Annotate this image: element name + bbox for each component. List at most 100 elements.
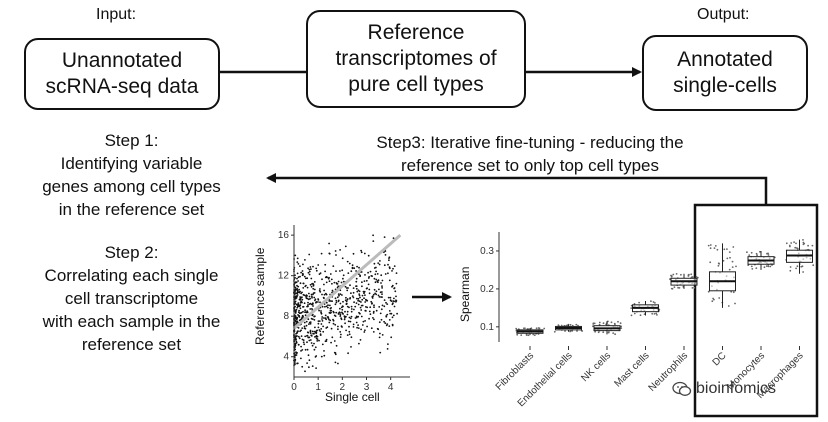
scatter-point <box>306 335 308 337</box>
scatter-point <box>361 285 363 288</box>
scatter-point <box>379 260 381 262</box>
box-point <box>673 286 676 288</box>
scatter-point <box>330 327 333 330</box>
scatter-point <box>300 350 302 352</box>
scatter-point <box>294 305 296 308</box>
scatter-point <box>302 287 305 289</box>
box-point <box>633 312 636 315</box>
box-point <box>796 265 799 268</box>
scatter-point <box>294 274 296 277</box>
scatter-point <box>380 274 383 277</box>
scatter-point <box>300 357 302 360</box>
box-point <box>811 244 814 247</box>
scatter-point <box>379 332 381 335</box>
scatter-point <box>331 300 333 303</box>
scatter-point <box>332 322 335 325</box>
scatter-point <box>352 291 355 294</box>
box-point <box>746 251 748 254</box>
scatter-point <box>383 320 385 323</box>
scatter-point <box>381 285 383 287</box>
scatter-point <box>310 268 312 270</box>
box-point <box>723 248 726 251</box>
scatter-point <box>295 341 298 344</box>
scatter-point <box>372 317 374 319</box>
box-point <box>610 321 613 324</box>
scatter-point <box>306 286 309 289</box>
scatter-point <box>302 282 305 285</box>
scatter-point <box>304 277 307 280</box>
scatter-point <box>312 305 314 307</box>
scatter-ytick-label: 4 <box>283 352 289 363</box>
scatter-point <box>311 296 313 299</box>
box-point <box>751 268 754 270</box>
scatter-point <box>297 263 300 265</box>
scatter-point <box>335 270 337 272</box>
scatter-point <box>348 330 351 333</box>
scatter-point <box>313 319 316 321</box>
scatter-point <box>339 293 342 295</box>
scatter-point <box>353 308 355 311</box>
scatter-point <box>313 281 316 283</box>
scatter-point <box>322 296 325 299</box>
scatter-point <box>373 277 376 280</box>
box-point <box>729 256 731 259</box>
box-point <box>516 333 519 336</box>
scatter-point <box>313 288 316 291</box>
scatter-point <box>350 346 352 348</box>
scatter-point <box>308 273 311 276</box>
scatter-point <box>333 340 336 342</box>
scatter-point <box>302 341 305 344</box>
box-point <box>525 334 528 336</box>
scatter-point <box>316 329 318 332</box>
box-point <box>655 312 658 315</box>
top-cell-types-highlight <box>693 203 819 418</box>
box-point <box>597 331 600 334</box>
scatter-point <box>347 287 349 289</box>
scatter-point <box>334 303 337 306</box>
scatter-point <box>392 237 395 239</box>
scatter-point <box>348 262 351 265</box>
scatter-point <box>322 325 324 328</box>
box-point <box>675 273 678 275</box>
scatter-point <box>350 308 353 310</box>
scatter-point <box>341 308 344 311</box>
scatter-point <box>363 252 366 255</box>
scatter-point <box>308 295 311 298</box>
scatter-point <box>311 295 313 298</box>
scatter-point <box>309 266 312 268</box>
scatter-point <box>314 346 317 349</box>
scatter-point <box>323 289 325 292</box>
scatter-point <box>325 281 328 284</box>
box-point <box>652 301 655 303</box>
scatter-point <box>358 266 360 269</box>
scatter-point <box>307 271 310 274</box>
scatter-point <box>329 307 332 310</box>
scatter-point <box>311 314 314 317</box>
box-point <box>713 298 715 301</box>
box-point <box>575 323 578 326</box>
input-label: Input: <box>96 6 137 23</box>
scatter-point <box>350 292 352 295</box>
box-item-neutrophils <box>669 273 699 290</box>
scatter-point <box>335 299 338 302</box>
scatter-point <box>301 338 304 341</box>
box-point <box>656 314 658 316</box>
scatter-point <box>391 316 394 319</box>
scatter-point <box>312 302 314 305</box>
box-point <box>691 276 694 278</box>
scatter-point <box>328 242 330 245</box>
scatter-point <box>362 320 365 323</box>
scatter-point <box>389 312 392 315</box>
scatter-point <box>387 296 390 299</box>
scatter-point <box>360 271 363 273</box>
scatter-point <box>372 331 375 333</box>
scatter-point <box>312 287 315 290</box>
scatter-point <box>302 293 305 296</box>
box-point <box>812 264 815 267</box>
scatter-point <box>298 309 300 312</box>
scatter-point <box>365 310 367 312</box>
scatter-point <box>348 306 350 309</box>
scatter-point <box>303 321 306 324</box>
